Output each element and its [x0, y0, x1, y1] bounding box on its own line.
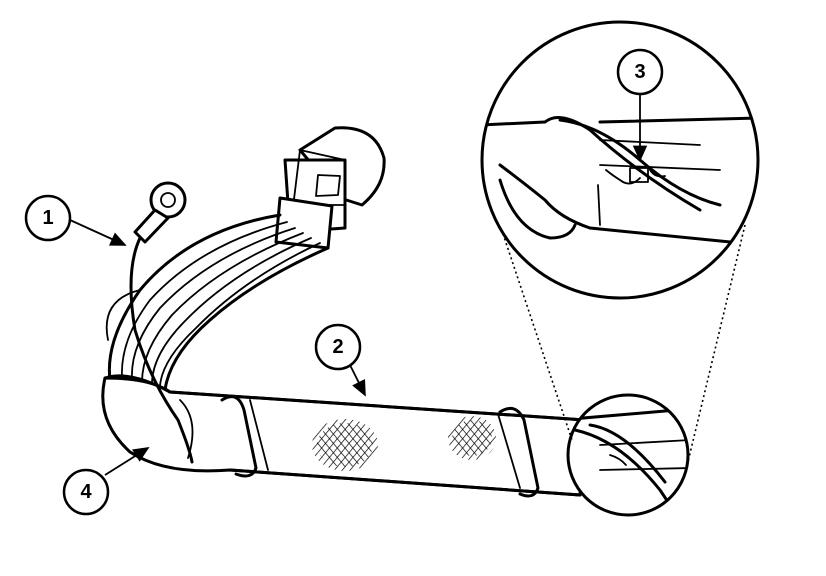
tie-straps — [220, 395, 540, 498]
callout-2-label: 2 — [332, 336, 343, 358]
wire-bundle — [105, 213, 330, 392]
callout-4-label: 4 — [80, 481, 92, 503]
detail-large-circle — [480, 20, 760, 300]
ground-wire — [129, 181, 194, 464]
harness-sleeve — [101, 374, 587, 497]
callout-3: 3 — [616, 48, 664, 162]
callout-3-label: 3 — [634, 61, 645, 83]
callout-1: 1 — [24, 194, 127, 246]
callout-1-label: 1 — [42, 207, 53, 229]
callout-2: 2 — [314, 323, 366, 397]
callout-4: 4 — [62, 447, 150, 516]
zoom-lines — [494, 209, 746, 471]
detail-small-circle — [566, 393, 690, 517]
connector — [274, 126, 386, 250]
